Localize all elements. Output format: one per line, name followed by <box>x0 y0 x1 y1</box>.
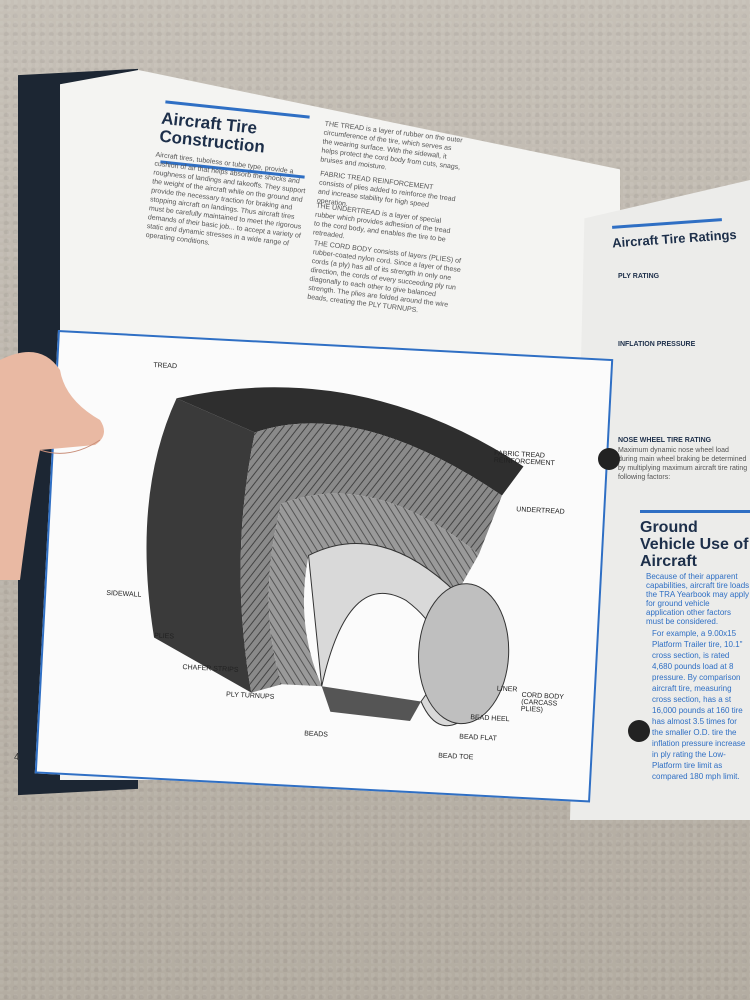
bead-shape <box>321 686 422 721</box>
intro-paragraph: Aircraft tires, tubeless or tube type, p… <box>145 151 306 248</box>
ground-vehicle-text: Because of their apparent capabilities, … <box>646 572 750 626</box>
label-liner: LINER <box>496 685 518 694</box>
nose-wheel-text: Maximum dynamic nose wheel load during m… <box>618 447 748 481</box>
binder-hole-top <box>598 448 620 470</box>
tire-cutaway-diagram: TREAD FABRIC TREAD REINFORCEMENT UNDERTR… <box>34 330 614 803</box>
tread-shape <box>176 387 524 496</box>
label-cord-body: CORD BODY (CARCASS PLIES) <box>520 691 564 714</box>
tire-illustration <box>146 387 524 727</box>
inner-cavity-shape <box>418 583 510 725</box>
sidewall-shape <box>146 398 255 693</box>
section-rule <box>640 510 750 513</box>
label-plies: PLIES <box>153 632 175 641</box>
page-number: 4 <box>14 752 20 763</box>
label-tread: TREAD <box>153 362 178 371</box>
example-text: For example, a 9.00x15 Platform Trailer … <box>652 629 746 781</box>
plies-shape <box>240 423 502 693</box>
inner-plies-shape <box>268 493 479 687</box>
ply-rating-heading: PLY RATING <box>618 273 660 280</box>
label-beads: BEADS <box>304 730 329 739</box>
binder-hole-bottom <box>628 720 650 742</box>
inflation-pressure-heading: INFLATION PRESSURE <box>618 341 696 348</box>
hand <box>0 352 104 580</box>
ground-vehicle-heading: Ground Vehicle Use of Aircraft <box>640 520 749 570</box>
nose-wheel-heading: NOSE WHEEL TIRE RATING <box>618 437 712 444</box>
